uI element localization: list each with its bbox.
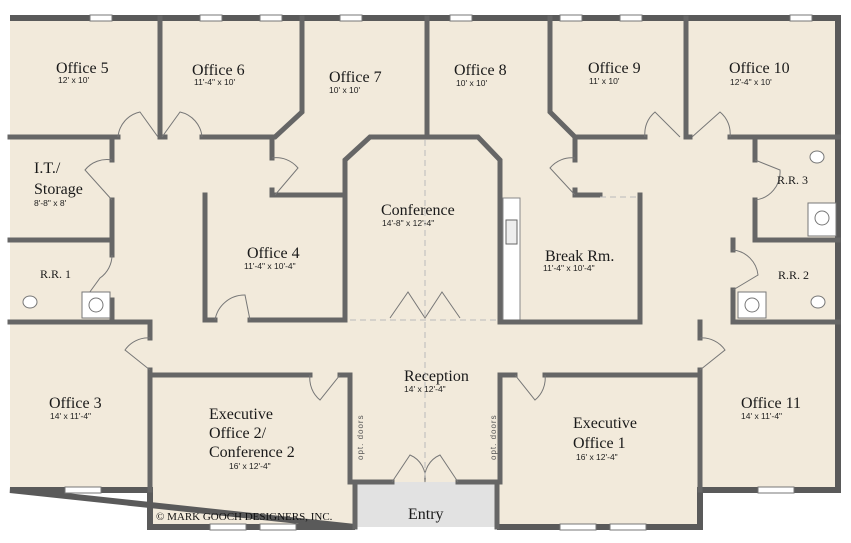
- office5-dim: 12' x 10': [58, 75, 90, 85]
- exec2-label-2: Office 2/: [209, 425, 267, 442]
- floor-area: [10, 18, 838, 527]
- office4-label: Office 4: [247, 245, 300, 262]
- conference-label: Conference: [381, 202, 455, 219]
- office9-label: Office 9: [588, 60, 641, 77]
- exec2-label: Executive: [209, 406, 273, 423]
- opt-doors-left: opt. doors: [356, 414, 365, 460]
- entry-label: Entry: [408, 506, 444, 523]
- interior-walls: [7, 15, 841, 493]
- it-storage-label-2: Storage: [34, 181, 83, 198]
- office3-dim: 14' x 11'-4": [50, 411, 91, 421]
- office9-dim: 11' x 10': [589, 76, 620, 86]
- office11-label: Office 11: [741, 395, 801, 412]
- office6-label: Office 6: [192, 62, 245, 79]
- rr2-label: R.R. 2: [778, 268, 809, 282]
- office4-dim: 11'-4" x 10'-4": [244, 261, 296, 271]
- windows: [64, 14, 813, 531]
- kitchen-counter: [502, 197, 521, 321]
- toilet-icon: [22, 150, 826, 309]
- office8-dim: 10' x 10': [456, 78, 488, 88]
- conference-dim: 14'-8" x 12'-4": [382, 218, 434, 228]
- entry-walls: [347, 479, 503, 530]
- door-swings: [83, 111, 781, 483]
- entry-porch: [355, 482, 497, 527]
- office3-label: Office 3: [49, 395, 102, 412]
- break-room-label: Break Rm.: [545, 248, 614, 265]
- office7-label: Office 7: [329, 69, 382, 86]
- office5-label: Office 5: [56, 60, 109, 77]
- office11-dim: 14' x 11'-4": [741, 411, 782, 421]
- copyright: © MARK GOOCH DESIGNERS, INC.: [156, 511, 333, 523]
- rr1-label: R.R. 1: [40, 267, 71, 281]
- rr3-label: R.R. 3: [777, 173, 808, 187]
- office10-label: Office 10: [729, 60, 790, 77]
- it-storage-dim: 8'-8" x 8': [34, 198, 67, 208]
- exec2-dim: 16' x 12'-4": [229, 461, 271, 471]
- reception-dim: 14' x 12'-4": [404, 384, 446, 394]
- office10-dim: 12'-4" x 10': [730, 77, 772, 87]
- reception-label: Reception: [404, 368, 469, 385]
- office7-dim: 10' x 10': [329, 85, 361, 95]
- opt-doors-right: opt. doors: [489, 414, 498, 460]
- sink-icon: [505, 219, 518, 245]
- exec2-label-3: Conference 2: [209, 444, 295, 461]
- break-room-dim: 11'-4" x 10'-4": [543, 263, 595, 273]
- exec1-dim: 16' x 12'-4": [576, 452, 618, 462]
- exec1-label-2: Office 1: [573, 435, 626, 452]
- lavatory-icon: [81, 202, 837, 319]
- exec1-label: Executive: [573, 415, 637, 432]
- office6-dim: 11'-4" x 10': [194, 77, 235, 87]
- it-storage-label: I.T./: [34, 160, 61, 177]
- office8-label: Office 8: [454, 62, 507, 79]
